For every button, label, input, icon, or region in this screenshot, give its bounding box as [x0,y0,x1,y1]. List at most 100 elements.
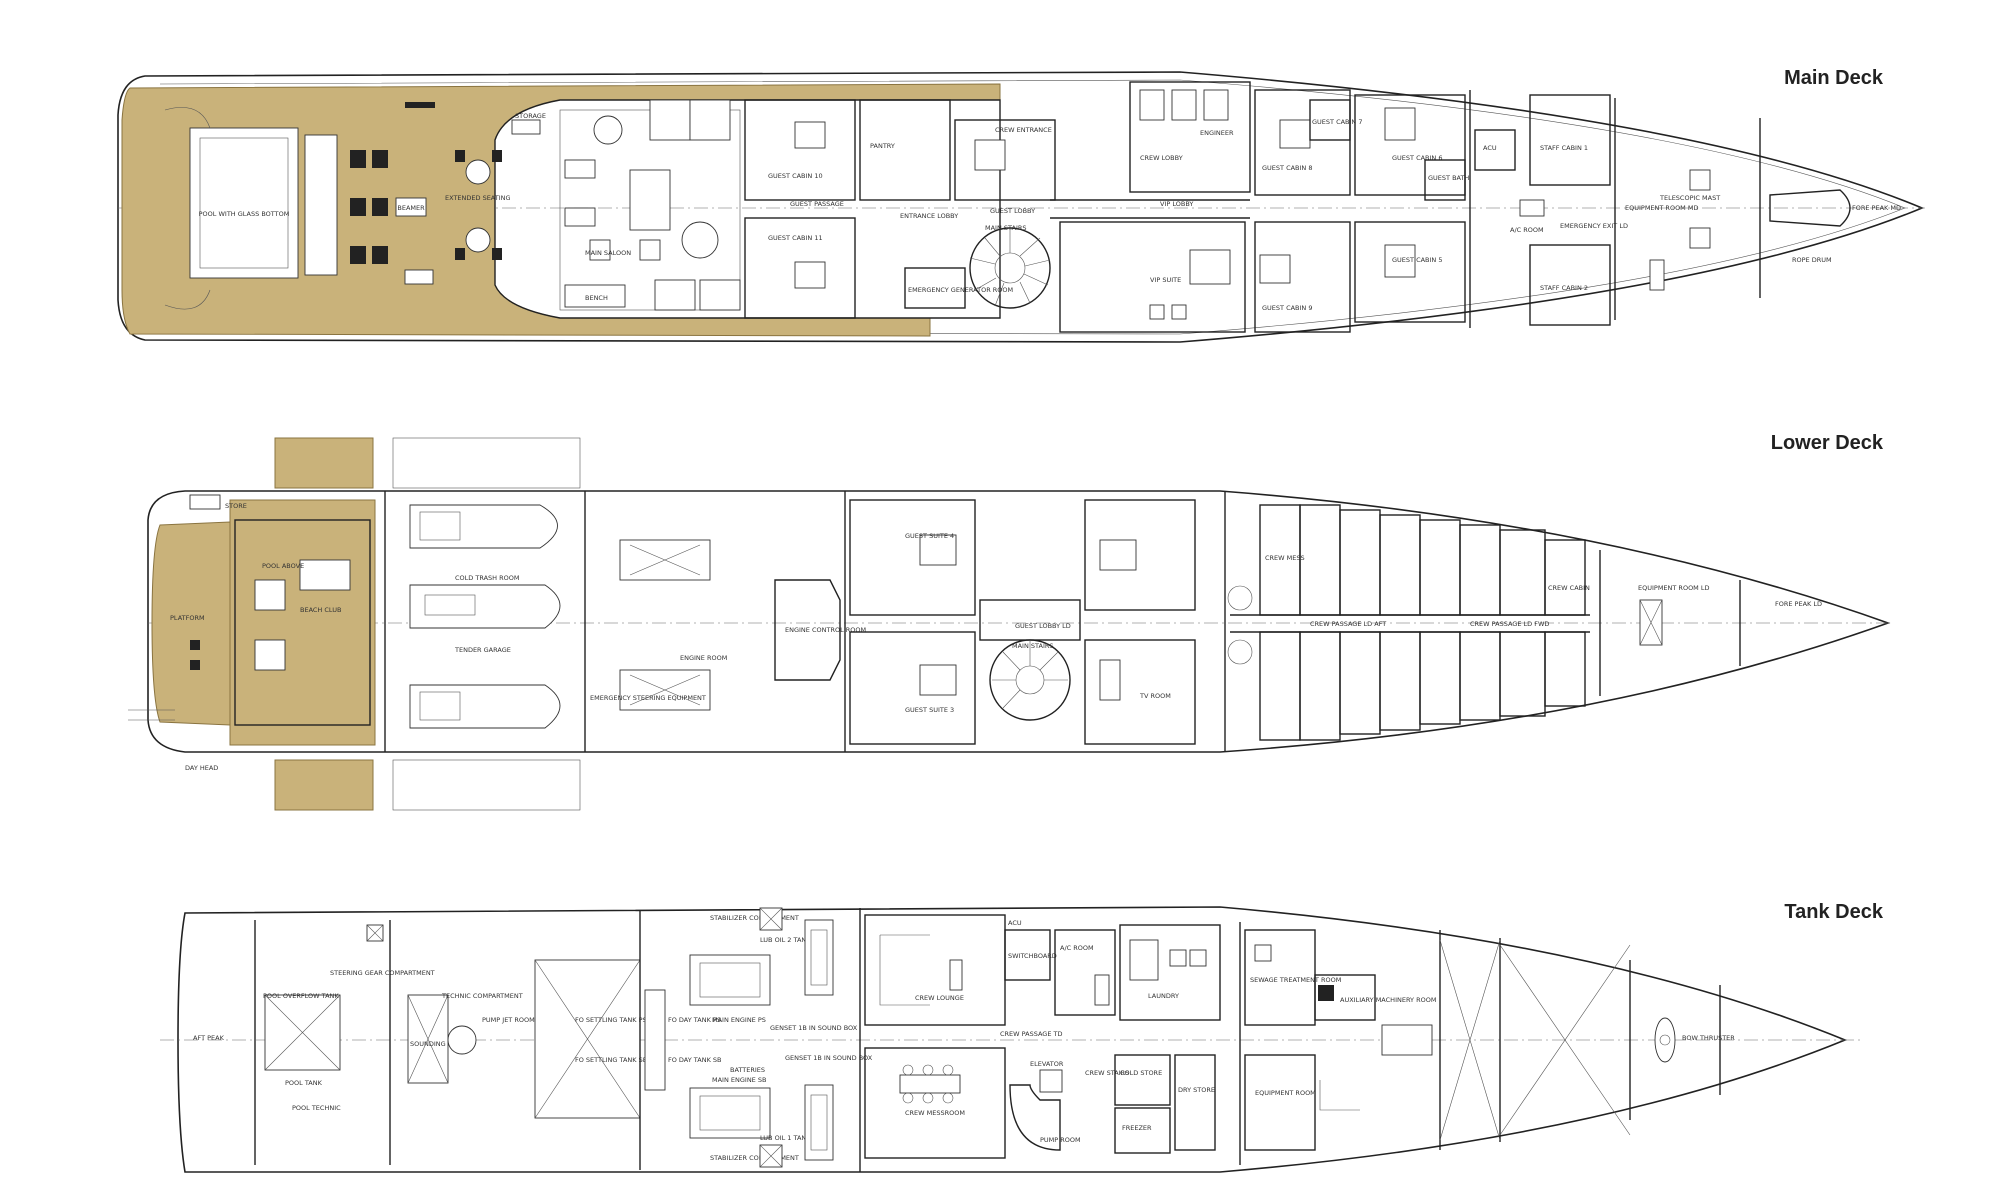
main-deck-title: Main Deck [1784,67,1884,89]
fore-peak-md-label: FORE PEAK MD [1852,204,1901,212]
lower-deck: Lower Deck POOL ABOVE BEACH CLUB PLATFOR… [128,432,1892,811]
guest-passage-label: GUEST PASSAGE [790,200,844,208]
guest-cabin-8 [1254,89,1351,196]
vip-suite-label: VIP SUITE [1150,276,1181,284]
fo-day-sb-label: FO DAY TANK SB [668,1056,721,1064]
equipment-room-tank [1244,1054,1316,1151]
entrance-lobby-label: ENTRANCE LOBBY [900,212,958,220]
pantry [859,99,951,201]
lower-main-engine-ps [619,539,711,581]
tender-3 [409,684,561,729]
sewage-label: SEWAGE TREATMENT ROOM [1250,976,1341,984]
batteries-label: BATTERIES [730,1066,765,1074]
beach-club-teak [151,521,231,726]
fo-settling-sb-label: FO SETTLING TANK SB [575,1056,647,1064]
bow-thruster [1654,1017,1676,1063]
genset-2 [804,1084,834,1161]
guest-cabin-7-label: GUEST CABIN 7 [1312,118,1363,126]
acu-tank-label: ACU [1008,919,1022,927]
crew-passage-aft-label: CREW PASSAGE LD AFT [1310,620,1386,628]
guest-lobby-label: GUEST LOBBY [990,207,1035,215]
crew-messroom [864,1047,1006,1159]
engine-control-room [774,579,841,681]
guest-cabin-9 [1254,221,1351,333]
cold-trash-label: COLD TRASH ROOM [455,574,519,582]
lub-oil-2-label: LUB OIL 2 TANK PS [760,936,821,944]
dry-store-label: DRY STORE [1178,1086,1215,1094]
crew-stairs-tank [1009,1084,1061,1151]
storage-label: STORAGE [515,112,546,120]
tender-garage-label: TENDER GARAGE [454,646,511,654]
switchboard [1004,929,1051,981]
lower-deck-hull [147,490,1891,753]
laundry [1119,924,1221,1021]
guest-suite-3 [849,631,976,745]
genset-2-label: GENSET 1B IN SOUND BOX [785,1054,873,1062]
windlass [1769,189,1851,227]
day-head-label: DAY HEAD [185,764,218,772]
tank-deck-title: Tank Deck [1784,901,1883,923]
store-label: STORE [225,502,247,510]
aft-peak-label: AFT PEAK [193,1034,225,1042]
lub-oil-1-label: LUB OIL 1 TANK SB [760,1134,821,1142]
beach-club-floor [229,499,376,746]
engine-control-label: ENGINE CONTROL ROOM [785,626,866,634]
bow-thruster-label: BOW THRUSTER [1682,1034,1735,1042]
switchboard-label: SWITCHBOARD [1008,952,1057,960]
stabilizer-2-label: STABILIZER COMPARTMENT [710,1154,799,1162]
guest-cabin-5-label: GUEST CABIN 5 [1392,256,1443,264]
main-engine-sb [689,1087,771,1139]
sounding-tank-label: SOUNDING TANK [410,1040,466,1048]
starboard-side-platform [274,759,374,811]
auxiliary-label: AUXILIARY MACHINERY ROOM [1340,996,1436,1004]
guest-cabin-5 [1354,221,1466,323]
elevator-label: ELEVATOR [1030,1060,1064,1068]
genset-1-label: GENSET 1B IN SOUND BOX [770,1024,858,1032]
guest-cabin-8-label: GUEST CABIN 8 [1262,164,1313,172]
bench-label: BENCH [585,294,608,302]
crew-lobby-label: CREW LOBBY [1140,154,1183,162]
stabilizer-1-label: STABILIZER COMPARTMENT [710,914,799,922]
telescopic-mast-label: TELESCOPIC MAST [1659,194,1720,202]
cold-store [1114,1054,1171,1106]
engine-room-label: ENGINE ROOM [680,654,727,662]
auxiliary-machinery-room [1314,974,1376,1021]
vip-suite [1059,221,1246,333]
pool-technic-label: POOL TECHNIC [292,1104,341,1112]
platform-label: PLATFORM [170,614,205,622]
equipment-room-ld-label: EQUIPMENT ROOM LD [1638,584,1709,592]
main-saloon-enclosure [494,99,1001,319]
tank-deck: Tank Deck AFT PEAK POOL OVERFLOW TANK PO… [160,901,1884,1173]
staff-cabin-2 [1529,244,1611,326]
pool-above-label: POOL ABOVE [262,562,304,570]
rope-drum-label: ROPE DRUM [1792,256,1832,264]
vip-lobby-label: VIP LOBBY [1160,200,1193,208]
guest-suite-4 [849,499,976,616]
guest-suite-3-label: GUEST SUITE 3 [905,706,954,714]
tender-2 [409,584,561,629]
equipment-room-tank-label: EQUIPMENT ROOM [1255,1089,1316,1097]
staff-cabin-1-label: STAFF CABIN 1 [1540,144,1588,152]
crew-lounge [864,914,1006,1026]
main-pool [189,127,299,279]
port-side-platform [274,437,374,489]
fore-peak-ld-label: FORE PEAK LD [1775,600,1822,608]
engineer-label: ENGINEER [1200,129,1234,137]
crew-passage-td-label: CREW PASSAGE TD [1000,1030,1063,1038]
tender-1 [409,504,558,549]
emergency-generator-label: EMERGENCY GENERATOR ROOM [908,286,1013,294]
lower-main-engine-sb [619,669,711,711]
crew-cabins-starboard [1259,631,1586,741]
lower-deck-title: Lower Deck [1771,432,1884,454]
genset-1 [804,919,834,996]
main-engine-sb-label: MAIN ENGINE SB [712,1076,766,1084]
steering-gear-label: STEERING GEAR COMPARTMENT [330,969,435,977]
crew-lobby [1129,81,1251,193]
beamer-label: BEAMER [397,204,425,212]
crew-cabin-label: CREW CABIN [1548,584,1590,592]
staff-cabin-1 [1529,94,1611,186]
laundry-label: LAUNDRY [1148,992,1179,1000]
guest-cabin-10 [744,99,856,201]
main-engine-ps [689,954,771,1006]
